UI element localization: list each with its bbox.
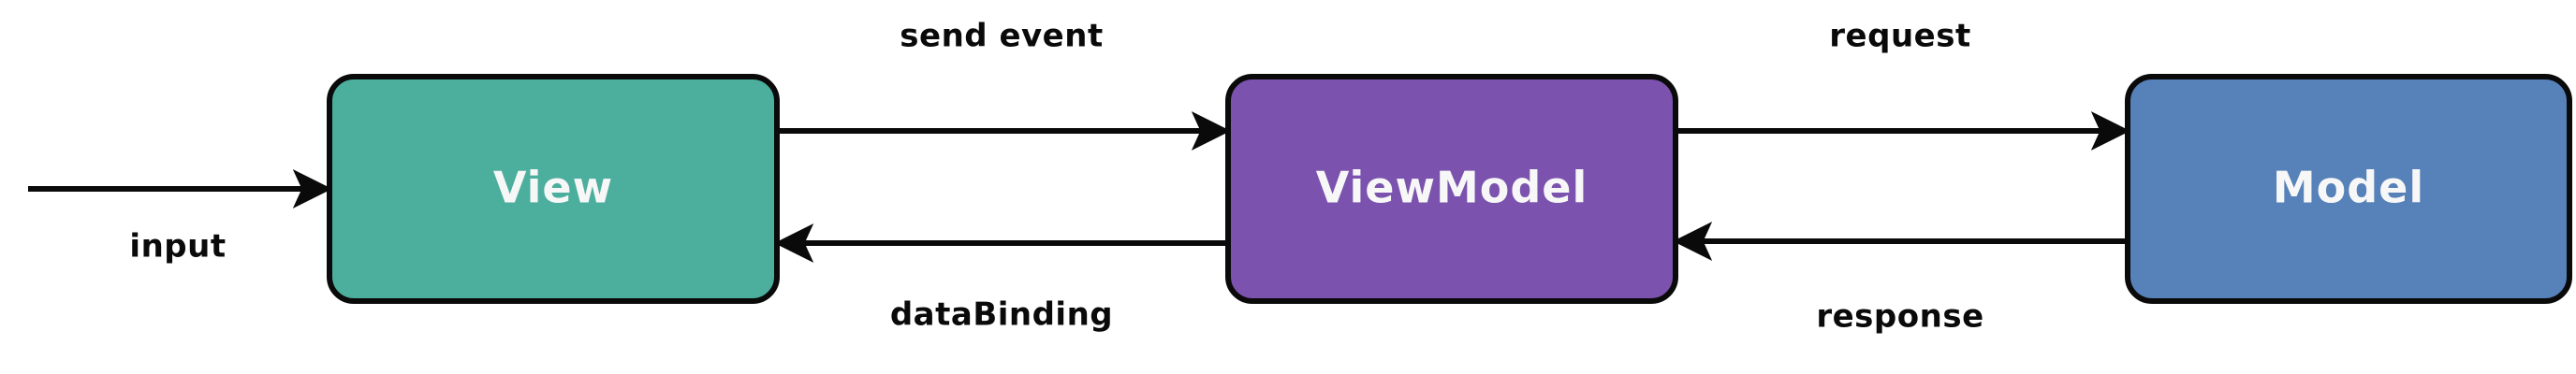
node-view[interactable]: View <box>327 74 780 304</box>
view-box[interactable] <box>327 74 780 304</box>
viewmodel-box[interactable] <box>1225 74 1678 304</box>
edge-response: response <box>1673 222 2126 336</box>
edge-label-request: request <box>1829 18 1970 55</box>
node-label-viewmodel: ViewModel <box>1316 163 1588 213</box>
edge-label-send-event: send event <box>900 18 1103 55</box>
node-viewmodel[interactable]: ViewModel <box>1225 74 1678 304</box>
node-label-model: Model <box>2273 163 2424 213</box>
edge-label-response: response <box>1816 298 1983 336</box>
edge-input: input <box>28 169 332 266</box>
edge-label-databinding: dataBinding <box>890 296 1113 334</box>
edge-databinding: dataBinding <box>774 223 1226 334</box>
edge-label-input: input <box>129 228 226 266</box>
node-label-view: View <box>493 163 613 213</box>
node-model[interactable]: Model <box>2125 74 2572 304</box>
model-box[interactable] <box>2125 74 2572 304</box>
edge-send-event: send event <box>779 18 1231 151</box>
edge-request: request <box>1677 18 2130 151</box>
